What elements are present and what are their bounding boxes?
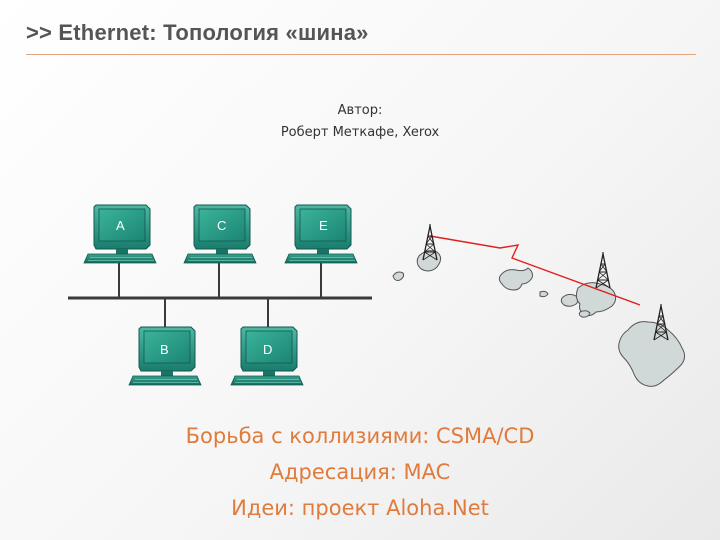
computer-label: E (319, 218, 328, 233)
bullet-item: Борьба с коллизиями: CSMA/CD (185, 424, 535, 448)
computer-c-icon: C (183, 204, 257, 264)
computer-d-icon: D (230, 326, 304, 386)
computer-label: B (160, 342, 169, 357)
title-divider (26, 54, 696, 55)
computer-e-icon: E (284, 204, 358, 264)
hawaii-islands-map (392, 250, 686, 387)
computer-a-icon: A (83, 204, 157, 264)
slide-title: >> Ethernet: Топология «шина» (26, 20, 369, 45)
author-name: Роберт Меткафе, Xerox (280, 125, 440, 140)
bullet-item: Идеи: проект Aloha.Net (231, 496, 489, 520)
computer-label: C (217, 218, 226, 233)
island-icon (392, 271, 405, 281)
island-icon (539, 290, 549, 298)
computer-label: D (263, 342, 272, 357)
ethernet-bus (68, 263, 372, 328)
bullet-list: Борьба с коллизиями: CSMA/CD Адресация: … (120, 418, 600, 526)
radio-link (429, 235, 641, 306)
island-icon (498, 267, 533, 291)
computer-b-icon: B (128, 326, 202, 386)
island-icon (578, 310, 591, 318)
island-icon (416, 250, 442, 272)
island-icon (560, 293, 579, 307)
bullet-item: Адресация: MAC (269, 460, 451, 484)
radio-tower-icon (595, 251, 611, 289)
island-icon (618, 321, 686, 387)
author-block: Автор: Роберт Меткафе, Xerox (210, 100, 510, 144)
computer-label: A (116, 218, 125, 233)
author-label: Автор: (337, 103, 383, 118)
